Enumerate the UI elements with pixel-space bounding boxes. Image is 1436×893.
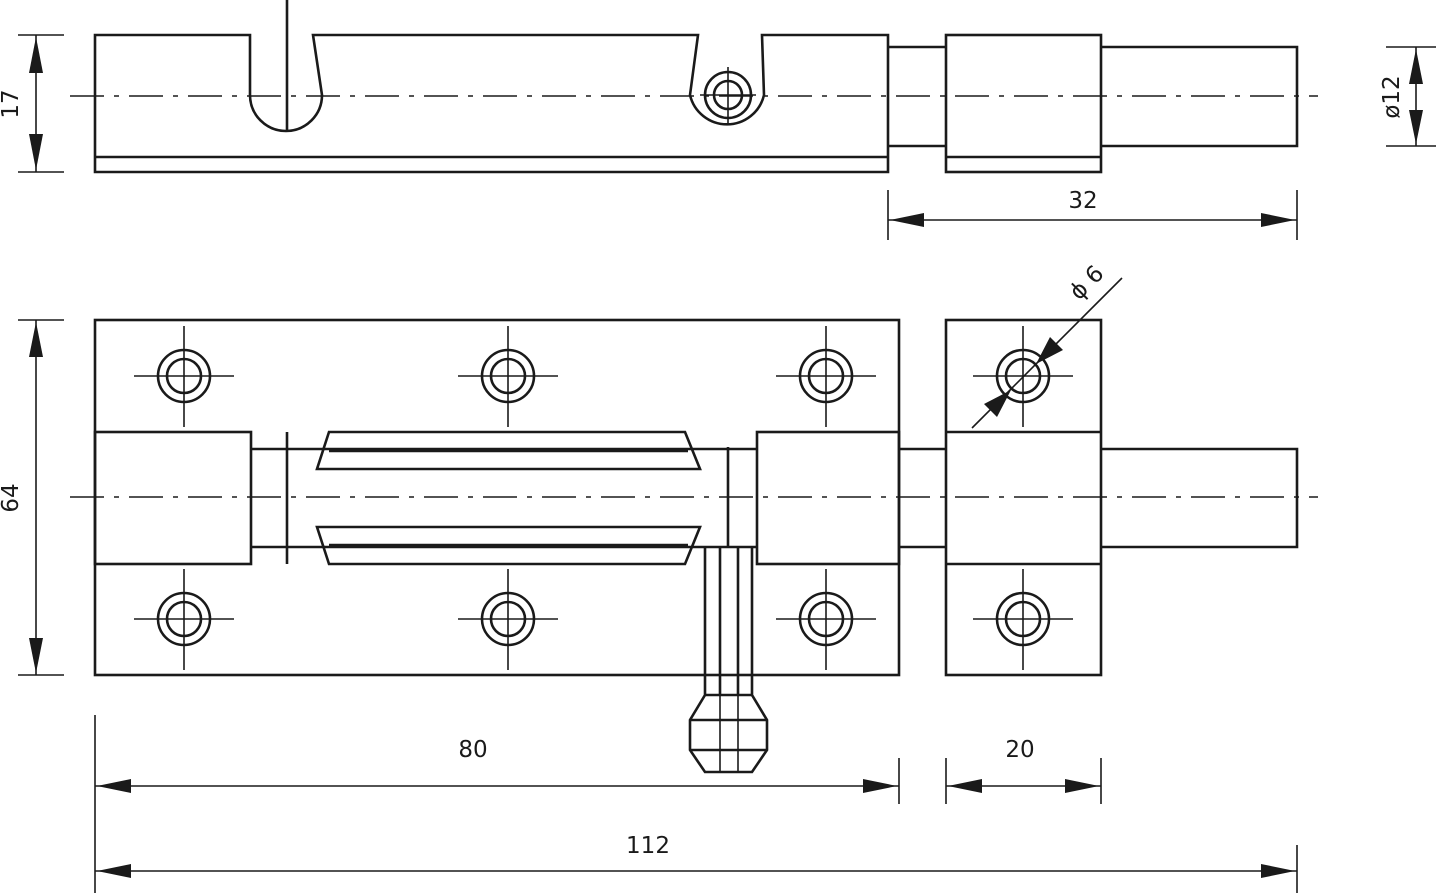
dim-64-label: 64 (0, 483, 24, 512)
screw-hole (776, 326, 876, 427)
dim-dia12-label: ø12 (1379, 75, 1405, 118)
front-slot-lower (315, 525, 702, 566)
top-keeper (944, 33, 1103, 174)
screw-hole (134, 326, 234, 427)
screw-hole (458, 569, 558, 670)
screw-hole (776, 569, 876, 670)
front-barrel-left (93, 430, 253, 566)
front-slot-upper (315, 430, 702, 471)
screw-hole (973, 569, 1073, 670)
front-bolt-handle (688, 547, 769, 774)
dim-112-label: 112 (626, 833, 670, 859)
dim-17-label: 17 (0, 89, 24, 118)
screw-hole (134, 569, 234, 670)
front-view: ϕ 6 64 80 20 112 (0, 261, 1318, 893)
top-barrel-body (93, 33, 890, 174)
top-view: 17 ø12 32 (0, 0, 1436, 240)
screw-hole (458, 326, 558, 427)
front-bolt-end (1101, 447, 1299, 549)
dim-20-label: 20 (1005, 737, 1034, 763)
front-barrel-right (755, 430, 901, 566)
dim-80-label: 80 (458, 737, 487, 763)
dim-dia6-label: ϕ 6 (1065, 261, 1110, 306)
dim-32-label: 32 (1068, 188, 1097, 214)
